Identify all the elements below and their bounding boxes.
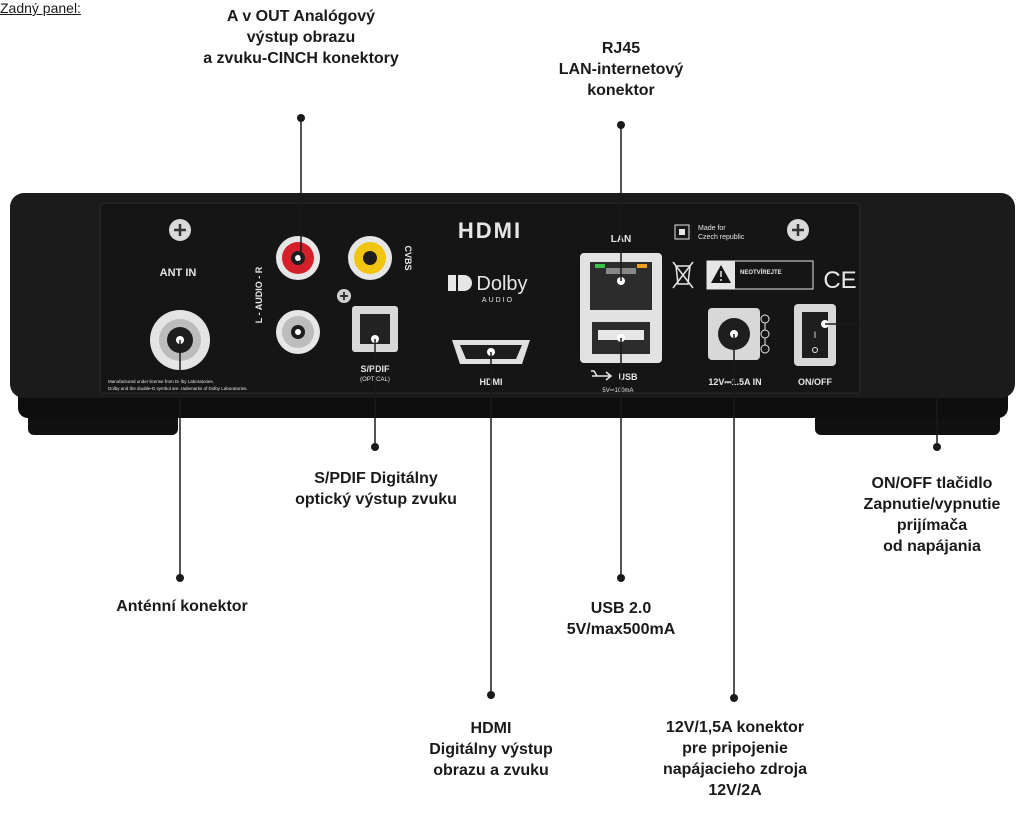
leader-dot-rj45 [617,121,625,129]
dolby-icon [448,275,472,291]
power-in-label: 12V⎓1.5A IN [708,377,761,387]
ce-mark: CE [823,267,856,294]
callout-hdmi: HDMI Digitálny výstup obrazu a zvuku [418,718,564,781]
dolby-logo: Dolby [476,273,527,295]
screw-right [787,219,809,241]
callout-line: Digitálny výstup [429,741,553,758]
hdmi-logo: HDMI [458,218,522,243]
spdif-port [352,306,398,352]
callout-line: RJ45 [601,40,641,57]
leader-dot-onoff [933,443,941,451]
callout-line: od napájania [883,538,981,555]
weee-icon [672,261,694,289]
callout-line: Zapnutie/vypnutie [863,496,1001,513]
rca-white-port [276,310,320,354]
leader-onoff [825,323,938,447]
usb-label: USB [618,372,638,382]
audio-label: L - AUDIO - R [254,266,264,323]
callout-usb: USB 2.0 5V/max500mA [550,598,692,640]
onoff-switch: I [794,304,836,366]
polarity-icon [760,314,770,354]
svg-text:I: I [814,330,817,340]
screw-left [169,219,191,241]
ant-in-label: ANT IN [160,267,197,279]
callout-line: prijímača [896,517,968,534]
callout-line: obrazu a zvuku [433,762,549,779]
warning-label: NEOTVÍREJTE [740,268,782,276]
callout-line: napájacieho zdroja [662,761,808,778]
callout-line: 12V/2A [708,782,762,799]
callout-line: konektor [587,82,655,99]
callout-line: výstup obrazu [246,29,356,46]
callout-line: optický výstup zvuku [295,491,457,508]
cvbs-label: CVBS [403,245,413,270]
callout-power: 12V/1,5A konektor pre pripojenie napájacie… [640,717,830,801]
leader-dot-antenna [176,574,184,582]
fine-print-line-1: Manufactured under license from Dolby La… [108,379,214,384]
callout-line: S/PDIF Digitálny [314,470,438,487]
callout-line: HDMI [470,720,512,737]
made-for-sub-label: Czech republic [698,234,745,241]
callout-line: 12V/1,5A konektor [665,719,805,736]
callout-line: ON/OFF tlačidlo [871,475,993,492]
rca-yellow-port [348,236,392,280]
screw-middle [337,289,351,303]
callout-line: USB 2.0 [590,600,652,617]
callout-line: 5V/max500mA [566,621,676,638]
leader-dot-spdif [371,443,379,451]
callout-line: LAN-internetový [558,61,684,78]
callout-line: A v OUT Analógový [226,8,376,25]
callout-spdif: S/PDIF Digitálny optický výstup zvuku [278,468,474,510]
leader-dot-power [730,694,738,702]
callout-line: Anténní konektor [116,598,248,615]
made-for-box [674,224,690,240]
usb-sub-label: 5V⎓100mA [602,388,633,394]
made-for-label: Made for [698,225,726,232]
leader-dot-usb [617,574,625,582]
onoff-label: ON/OFF [798,377,832,387]
usb-icon [591,370,613,381]
fine-print-line-2: Dolby and the double-D symbol are tradem… [108,386,248,391]
rca-red-port [276,236,320,280]
callout-antenna: Anténní konektor [96,596,268,617]
callout-av-out: A v OUT Analógový výstup obrazu a zvuku-CI… [170,6,432,69]
section-heading: Zadný panel: [0,0,81,16]
callout-line: pre pripojenie [682,740,788,757]
leader-dot-av-out [297,114,305,122]
leader-dot-hdmi [487,691,495,699]
callout-line: a zvuku-CINCH konektory [203,50,399,67]
dolby-sub-label: AUDIO [482,297,514,304]
